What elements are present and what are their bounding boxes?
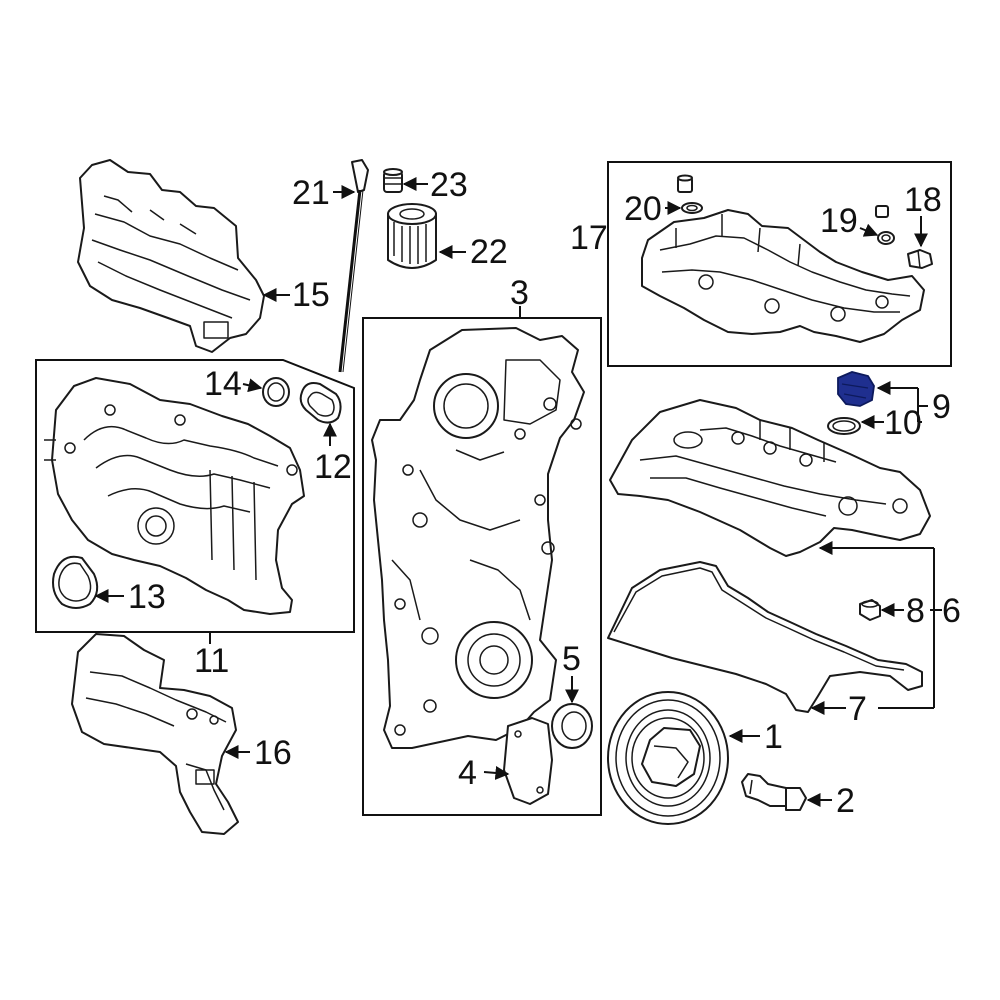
oil-filler-cap-part[interactable] [837,371,875,407]
exhaust-heat-shield-part[interactable] [71,633,239,835]
filler-cap-gasket-part[interactable] [827,417,861,435]
engine-cover-part[interactable] [77,159,265,353]
crankshaft-pulley-part[interactable] [607,691,729,825]
intake-gasket-part[interactable] [52,555,99,609]
callout-20: 20 [624,190,662,228]
callout-5: 5 [562,640,581,678]
callout-labels: 15 21 23 22 3 17 20 19 18 14 12 13 11 16… [128,166,961,820]
timing-cover-frame [362,317,602,816]
callout-10: 10 [884,404,922,442]
valve-cover-grommet-part[interactable] [859,599,881,621]
valve-cover-gasket-part[interactable] [607,561,923,713]
callout-19: 19 [820,202,858,240]
valve-cover-part[interactable] [609,399,931,557]
intake-manifold-part[interactable] [44,377,305,615]
drain-plug-part[interactable] [677,174,703,214]
callout-18: 18 [904,181,942,219]
callout-17: 17 [570,219,608,257]
callout-16: 16 [254,734,292,772]
callout-1: 1 [764,718,783,756]
callout-9: 9 [932,388,951,426]
callout-22: 22 [470,233,508,271]
callout-15: 15 [292,276,330,314]
callout-3: 3 [510,274,529,312]
intake-o-ring-part[interactable] [262,377,290,407]
callout-23: 23 [430,166,468,204]
callout-21: 21 [292,174,330,212]
callout-14: 14 [204,365,242,403]
intake-manifold-frame [35,359,355,633]
oil-filter-part[interactable] [387,203,437,269]
timing-cover-part[interactable] [371,327,585,749]
callout-4: 4 [458,754,477,792]
cover-gasket-plate-part[interactable] [503,717,553,805]
filter-fitting-part[interactable] [383,168,403,193]
callout-7: 7 [848,690,867,728]
callout-12: 12 [314,448,352,486]
callout-2: 2 [836,782,855,820]
pulley-bolt-part[interactable] [741,773,807,811]
oil-pan-frame [607,161,952,367]
callout-8: 8 [906,592,925,630]
crank-seal-part[interactable] [551,703,593,749]
oil-pan-plug-part[interactable] [907,249,933,269]
plug-washer-part[interactable] [875,205,895,245]
oil-pan-part[interactable] [641,209,925,343]
callout-11: 11 [194,642,229,680]
callout-6: 6 [942,592,961,630]
callout-13: 13 [128,578,166,616]
leader-lines [94,177,942,807]
throttle-gasket-part[interactable] [299,382,342,424]
oil-dipstick-part[interactable] [338,159,369,373]
